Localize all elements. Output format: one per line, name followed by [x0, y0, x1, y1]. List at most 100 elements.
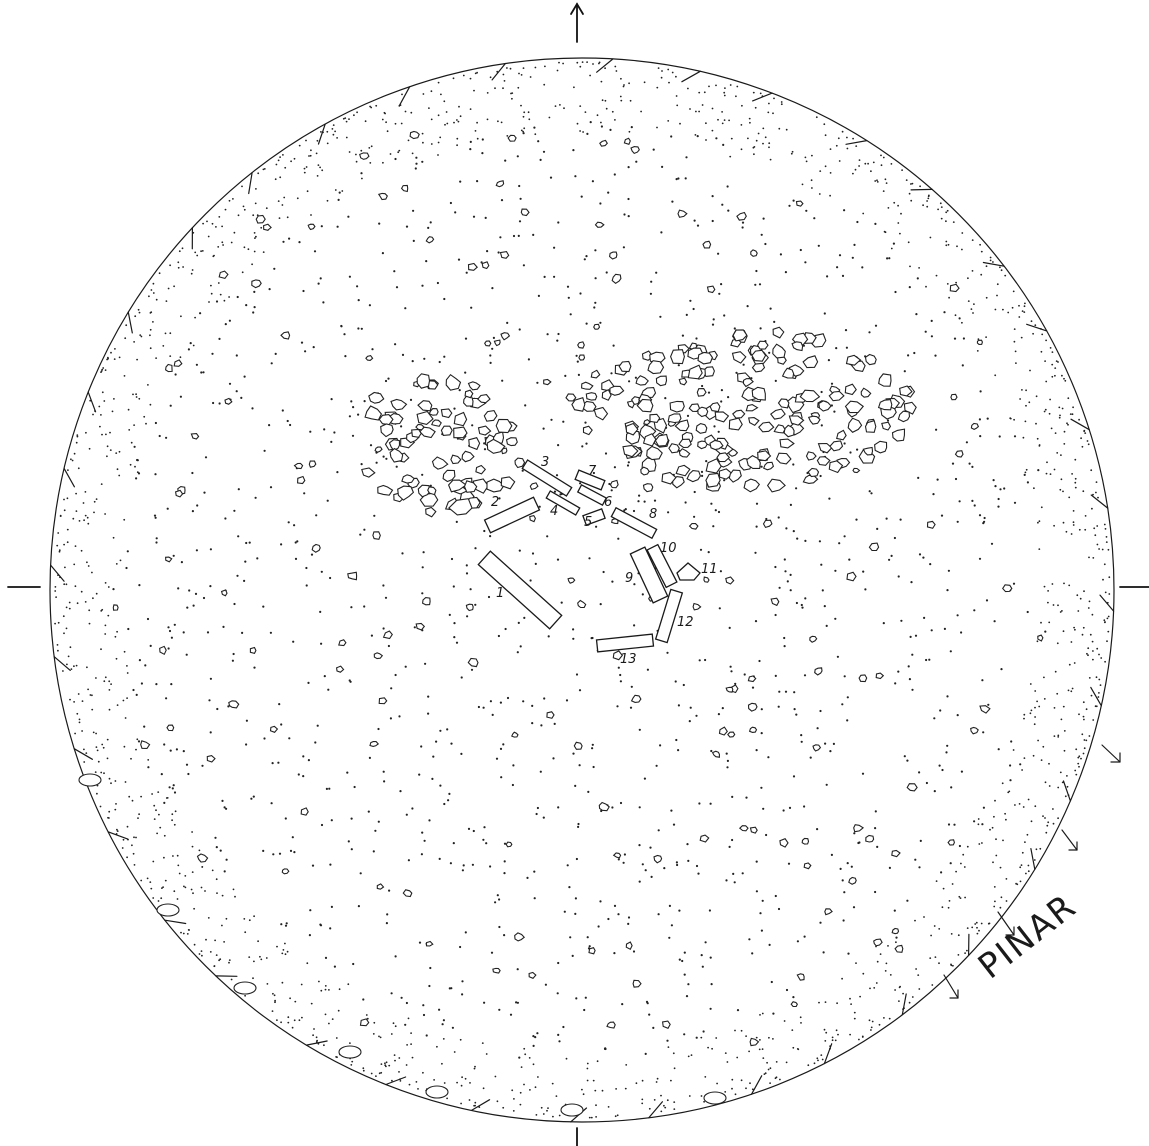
stipple-dot — [993, 886, 996, 888]
stipple-dot — [731, 795, 734, 799]
pebble — [749, 826, 758, 834]
stipple-dot — [216, 707, 219, 711]
stipple-dot — [198, 953, 201, 955]
stipple-dot — [152, 321, 154, 323]
stipple-dot — [489, 361, 492, 364]
pebble — [609, 479, 619, 489]
stipple-dot — [266, 983, 269, 985]
rim-tick — [87, 391, 97, 413]
stipple-dot — [532, 1035, 535, 1038]
stipple-dot — [271, 762, 274, 765]
stipple-dot — [443, 802, 446, 806]
stipple-dot — [1064, 379, 1067, 382]
stipple-dot — [1037, 469, 1040, 472]
stipple-dot — [768, 351, 771, 354]
stipple-dot — [405, 1001, 408, 1005]
stipple-dot — [303, 167, 306, 170]
pebble — [788, 415, 805, 426]
stipple-dot — [663, 867, 666, 870]
stipple-dot — [837, 137, 840, 140]
stipple-dot — [273, 994, 276, 997]
stipple-dot — [56, 644, 59, 646]
stipple-dot — [741, 226, 744, 229]
stipple-dot — [362, 1069, 365, 1072]
stipple-dot — [793, 691, 796, 694]
stipple-dot — [601, 99, 604, 102]
stipple-dot — [820, 424, 823, 427]
stipple-dot — [829, 172, 832, 174]
stipple-dot — [412, 209, 415, 212]
stipple-dot — [312, 346, 315, 349]
stipple-dot — [938, 962, 940, 965]
stipple-dot — [260, 958, 263, 961]
stipple-dot — [563, 107, 565, 110]
stipple-dot — [711, 323, 715, 326]
stipple-dot — [406, 1044, 408, 1046]
site-name-label: PINAR — [971, 886, 1085, 987]
stipple-dot — [300, 983, 303, 986]
stipple-dot — [456, 1081, 458, 1084]
pebble — [495, 418, 513, 434]
stipple-dot — [285, 922, 288, 925]
stipple-dot — [953, 823, 956, 826]
stipple-dot — [1038, 548, 1041, 550]
stipple-dot — [861, 266, 864, 269]
stipple-dot — [218, 337, 221, 340]
stipple-dot — [682, 683, 685, 687]
stone-number-2: 2 — [491, 495, 499, 510]
stipple-dot — [524, 404, 527, 407]
rim-tick — [399, 86, 411, 106]
stipple-dot — [819, 170, 822, 173]
stipple-dot — [250, 797, 253, 800]
stipple-dot — [368, 756, 371, 760]
stipple-dot — [523, 111, 526, 114]
stipple-dot — [147, 766, 150, 769]
stipple-dot — [497, 251, 500, 254]
stipple-dot — [302, 775, 305, 778]
stipple-dot — [489, 535, 492, 538]
stipple-dot — [841, 274, 845, 277]
stipple-dot — [1005, 818, 1007, 821]
stipple-dot — [994, 900, 996, 903]
stipple-dot — [595, 1116, 597, 1118]
pebble — [862, 446, 874, 456]
pebble — [422, 597, 431, 606]
stipple-dot — [63, 509, 66, 512]
stipple-dot — [283, 196, 286, 199]
stipple-dot — [655, 271, 658, 274]
stipple-dot — [930, 934, 932, 937]
stipple-dot — [868, 1019, 871, 1022]
stipple-dot — [233, 602, 236, 606]
stipple-dot — [709, 802, 712, 805]
stipple-dot — [89, 694, 92, 696]
stipple-dot — [1028, 401, 1031, 404]
pebble — [300, 807, 309, 816]
stipple-dot — [201, 764, 204, 767]
stipple-dot — [966, 927, 969, 929]
stipple-dot — [698, 91, 701, 94]
stipple-dot — [400, 996, 403, 999]
stipple-dot — [971, 926, 974, 929]
stipple-dot — [1067, 397, 1070, 400]
stipple-dot — [277, 761, 280, 764]
stipple-dot — [569, 313, 572, 316]
stipple-dot — [151, 793, 154, 795]
stipple-dot — [469, 1082, 471, 1084]
stipple-dot — [576, 122, 579, 125]
stipple-dot — [245, 743, 248, 746]
stipple-dot — [749, 121, 751, 124]
stipple-dot — [911, 182, 914, 185]
stipple-dot — [273, 267, 276, 270]
stipple-dot — [831, 1036, 834, 1039]
stipple-dot — [191, 831, 194, 833]
pebble — [781, 367, 795, 379]
stone-slab-5 — [582, 508, 606, 526]
stipple-dot — [975, 921, 978, 924]
stipple-dot — [1082, 701, 1085, 704]
stipple-dot — [695, 1036, 698, 1039]
stipple-dot — [717, 510, 721, 514]
stipple-dot — [268, 424, 271, 427]
pebble — [727, 731, 736, 738]
stipple-dot — [1030, 709, 1033, 712]
stipple-dot — [548, 116, 551, 119]
